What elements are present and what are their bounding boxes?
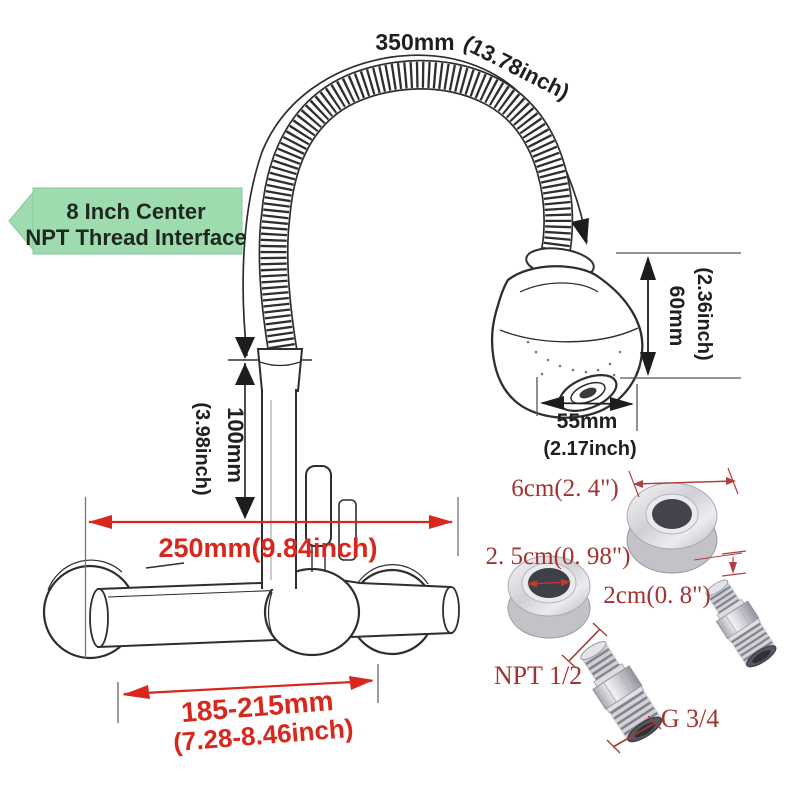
callout-banner: 8 Inch Center NPT Thread Interface — [8, 187, 247, 255]
banner-line1: 8 Inch Center — [66, 199, 206, 224]
dimension-185-215mm — [117, 664, 379, 723]
faucet-body-sketch — [42, 348, 460, 660]
arrowhead — [429, 515, 453, 529]
label-head-height-inch: (2.36inch) — [693, 267, 715, 360]
faucet-handle — [305, 465, 332, 547]
label-hose-length-mm: 350mm — [375, 29, 454, 55]
label-ring-outer-diameter: 6cm(2. 4") — [511, 475, 618, 502]
flexible-hose — [258, 59, 574, 356]
adapter-dimension-marks — [561, 622, 662, 754]
arrowhead — [640, 352, 656, 376]
escutcheon-ring-small — [507, 555, 591, 639]
arrowhead — [540, 396, 564, 410]
dimension-100mm — [235, 363, 255, 519]
dimension-250mm — [84, 497, 459, 658]
arrowhead — [640, 256, 656, 280]
spray-head — [490, 247, 644, 419]
escutcheon-ring-large — [626, 482, 718, 574]
label-head-width-mm: 55mm — [557, 410, 618, 433]
label-ring-inner-diameter: 2. 5cm(0. 98") — [486, 543, 631, 570]
label-ring-thickness: 2cm(0. 8") — [603, 582, 710, 609]
cartridge-stub — [338, 499, 357, 561]
banner-line2: NPT Thread Interface — [25, 225, 246, 250]
spout-pipe — [261, 389, 297, 589]
label-adapter-large: G 3/4 — [661, 704, 720, 733]
label-reach: 250mm(9.84inch) — [158, 533, 377, 563]
label-adapter-small: NPT 1/2 — [494, 661, 582, 690]
arrowhead — [610, 397, 634, 411]
dimension-60mm — [616, 252, 741, 379]
arrowhead — [349, 676, 374, 690]
label-spout-height-inch: (3.98inch) — [191, 402, 213, 495]
arrowhead — [235, 363, 255, 385]
hose-connector — [256, 348, 304, 392]
dimension-55mm — [536, 377, 638, 431]
arrowhead — [235, 337, 255, 359]
arrowhead — [571, 218, 589, 245]
arrowhead — [88, 515, 112, 529]
arrowhead — [235, 497, 255, 519]
arrowhead — [122, 685, 150, 699]
label-spout-height-mm: 100mm — [223, 407, 248, 483]
label-head-width-inch: (2.17inch) — [543, 438, 636, 460]
ring-dimension-marks — [628, 467, 747, 577]
label-head-height-mm: 60mm — [665, 286, 688, 347]
